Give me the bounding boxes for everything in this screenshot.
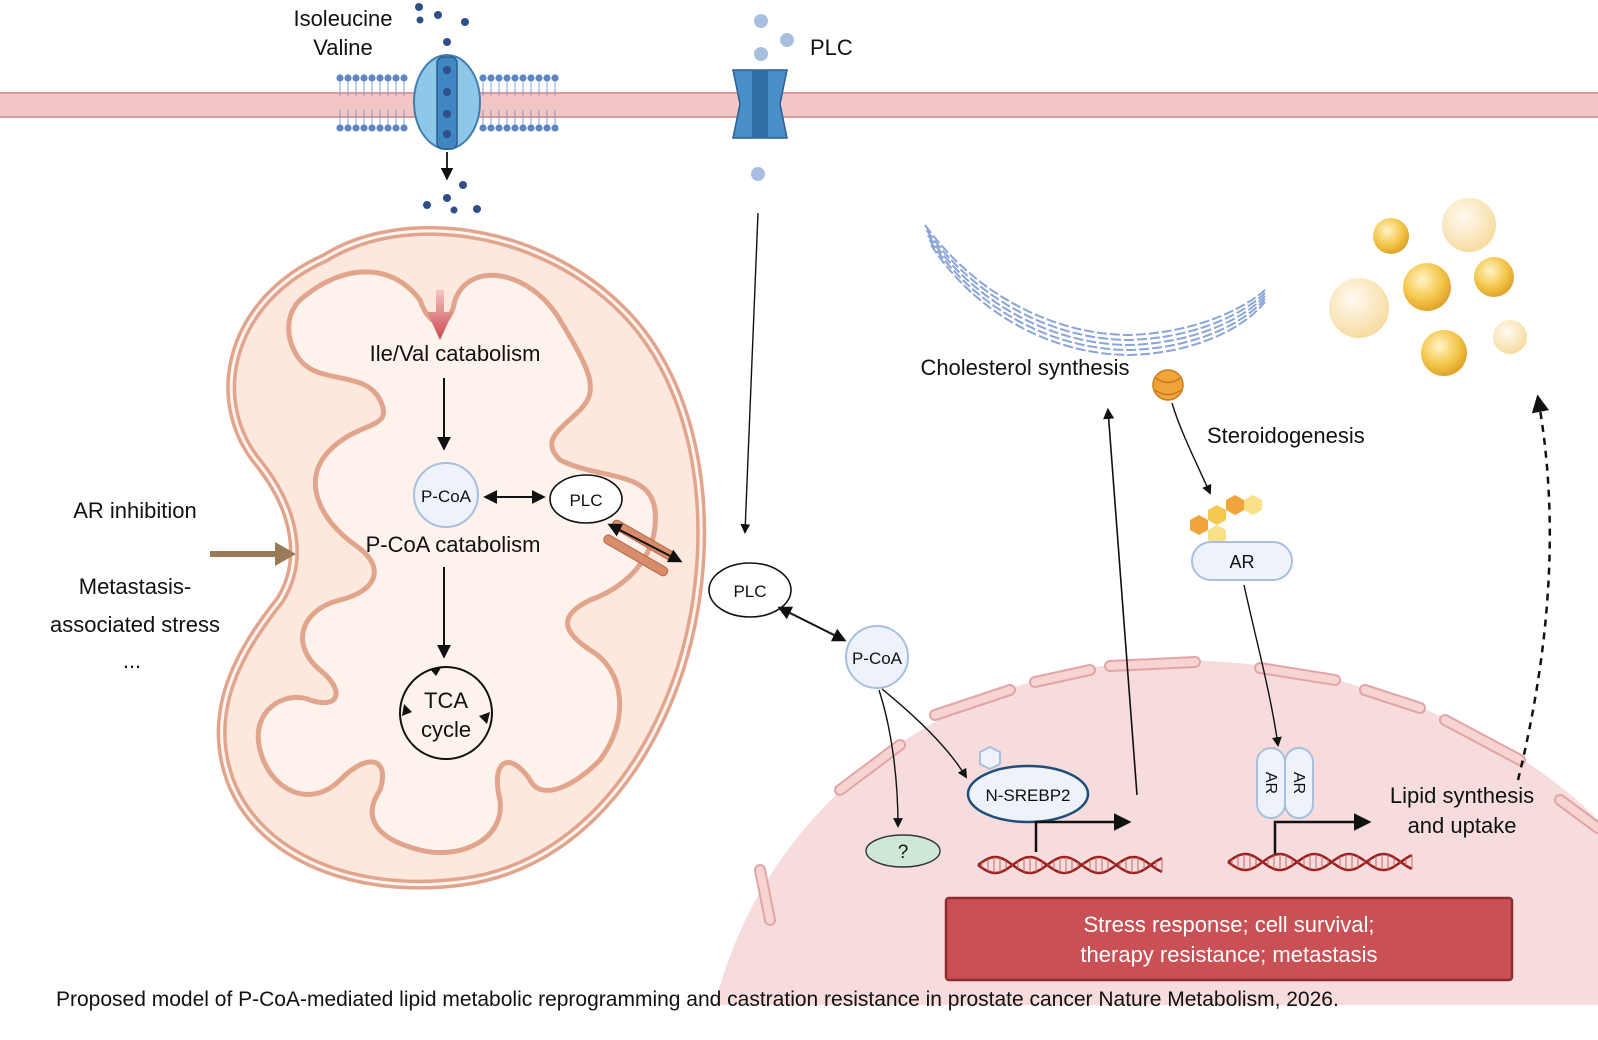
amino-acid-transporter-icon: [413, 54, 481, 150]
cholesterol-synthesis-label: Cholesterol synthesis: [920, 355, 1129, 380]
ar-transcription-arrow: [1273, 813, 1372, 855]
ar-inhibition-label: AR inhibition: [73, 498, 197, 523]
valine-label: Valine: [313, 35, 373, 60]
stress-input-arrow: [210, 542, 296, 566]
amino-acid-dots-icon: [415, 3, 481, 214]
ar-dimer-left-label: AR: [1262, 772, 1279, 794]
plc-import-arrow: [740, 212, 759, 534]
lipid-line1-label: Lipid synthesis: [1390, 783, 1534, 808]
plc-mito-transport-arrow: [607, 523, 683, 563]
figure-caption: Proposed model of P-CoA-mediated lipid m…: [56, 988, 1339, 1011]
lipid-bilayer-icon: [336, 74, 559, 132]
plc-pcoa-exchange-arrow: [777, 606, 847, 642]
tca-cycle: TCA cycle: [399, 666, 493, 760]
outcome-box: Stress response; cell survival; therapy …: [944, 896, 1514, 982]
ar-dimer-node: AR AR: [1256, 747, 1314, 819]
nsrebp2-node: N-SREBP2: [966, 745, 1090, 824]
androgen-molecule-icon: [1190, 495, 1262, 545]
ar-dimer-right-label: AR: [1290, 772, 1307, 794]
endoplasmic-reticulum-icon: [924, 224, 1266, 357]
red-down-arrow-icon: [427, 290, 453, 340]
ar-receptor-node: AR: [1191, 541, 1293, 581]
pcoa-catabolism-label: P-CoA catabolism: [366, 532, 541, 557]
srebp2-transcription-arrow: [1034, 813, 1132, 852]
plasma-membrane: [0, 92, 1598, 118]
dna-helix-icon: [1227, 852, 1413, 872]
svg-text:?: ?: [898, 842, 909, 863]
tca-line1: TCA: [424, 688, 468, 713]
isoleucine-label: Isoleucine: [293, 6, 392, 31]
outcome-line2: therapy resistance; metastasis: [1080, 942, 1377, 967]
svg-text:N-SREBP2: N-SREBP2: [985, 786, 1070, 805]
dna-helix-icon: [977, 855, 1163, 875]
mitochondrion: [216, 225, 707, 890]
plc-outside-label: PLC: [810, 35, 853, 60]
cholesterol-to-steroid-arrow: [1171, 402, 1212, 495]
svg-text:AR: AR: [1229, 552, 1254, 572]
stress-line1-label: Metastasis-: [79, 574, 191, 599]
plc-molecule-dots-icon: [751, 14, 794, 181]
ile-val-catabolism-label: Ile/Val catabolism: [370, 341, 541, 366]
lipid-output-dashed-arrow: [1516, 394, 1552, 781]
svg-text:P-CoA: P-CoA: [421, 487, 472, 506]
srebp2-to-cholesterol-arrow: [1103, 407, 1138, 796]
lipid-line2-label: and uptake: [1408, 813, 1517, 838]
cytosol-plc-node: PLC: [708, 562, 792, 618]
steroidogenesis-label: Steroidogenesis: [1207, 423, 1365, 448]
ar-nuclear-translocation-arrow: [1243, 584, 1282, 747]
mito-plc-node: PLC: [549, 474, 623, 524]
cholesterol-molecule-icon: [1152, 369, 1184, 401]
cytosol-pcoa-node: P-CoA: [845, 625, 909, 689]
svg-text:PLC: PLC: [733, 582, 766, 601]
mito-pcoa-node: P-CoA: [413, 462, 479, 528]
unknown-target-node: ?: [865, 834, 941, 868]
tca-line2: cycle: [421, 717, 471, 742]
plc-channel-icon: [732, 69, 788, 139]
lipid-droplets-icon: [1329, 198, 1527, 376]
stress-line2-label: associated stress: [50, 612, 220, 637]
svg-text:P-CoA: P-CoA: [852, 649, 903, 668]
pcoa-to-unknown-arrow: [878, 689, 903, 828]
pcoa-to-srebp2-arrow: [881, 688, 967, 779]
svg-text:PLC: PLC: [569, 491, 602, 510]
outcome-line1: Stress response; cell survival;: [1084, 912, 1375, 937]
ellipsis-label: ...: [123, 648, 141, 673]
